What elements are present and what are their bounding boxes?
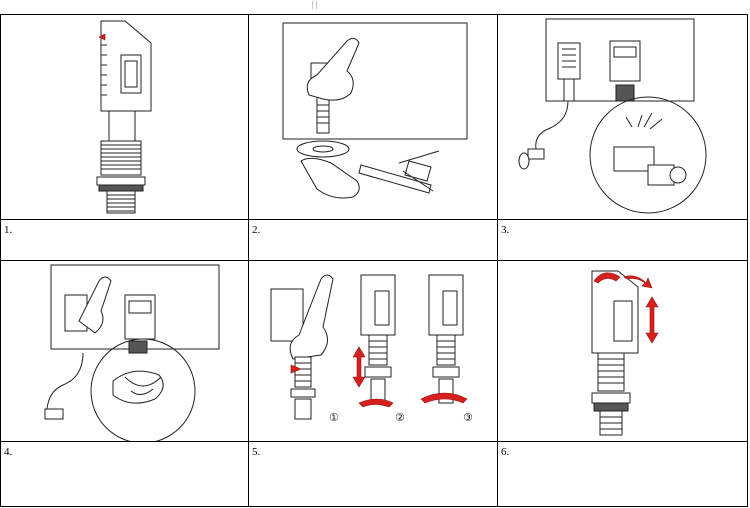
step-6-number: 6.	[501, 446, 510, 458]
step-5-illustration: ① ② ③	[249, 261, 497, 441]
step-4-caption: 4.	[1, 442, 248, 485]
step-4-number: 4.	[4, 446, 13, 458]
step-1-caption: 1.	[1, 220, 248, 263]
step-1-number: 1.	[4, 224, 13, 236]
step-3-illustration	[498, 15, 749, 219]
step-5-caption: 5.	[249, 442, 497, 485]
step-6-caption: 6.	[498, 442, 749, 485]
step-4-illustration	[1, 261, 248, 441]
step-2-caption: 2.	[249, 220, 497, 263]
instruction-grid: 1. 2. 3.	[0, 14, 748, 507]
step-3-caption: 3.	[498, 220, 749, 263]
step-1-illustration	[1, 15, 248, 219]
step-2-illustration	[249, 15, 497, 219]
fill-valve-drawing	[96, 20, 152, 214]
red-arrow-icon	[352, 346, 366, 388]
sub-step-2: ②	[395, 411, 405, 424]
step-3-number: 3.	[501, 224, 510, 236]
step-6-illustration	[498, 261, 749, 441]
header-mark: | |	[312, 0, 318, 9]
sub-step-3: ③	[463, 411, 473, 424]
step-2-number: 2.	[252, 224, 261, 236]
hand-icon	[306, 37, 360, 101]
sub-step-1: ①	[329, 411, 339, 424]
step-5-number: 5.	[252, 446, 261, 458]
wrench-icon	[358, 150, 440, 194]
